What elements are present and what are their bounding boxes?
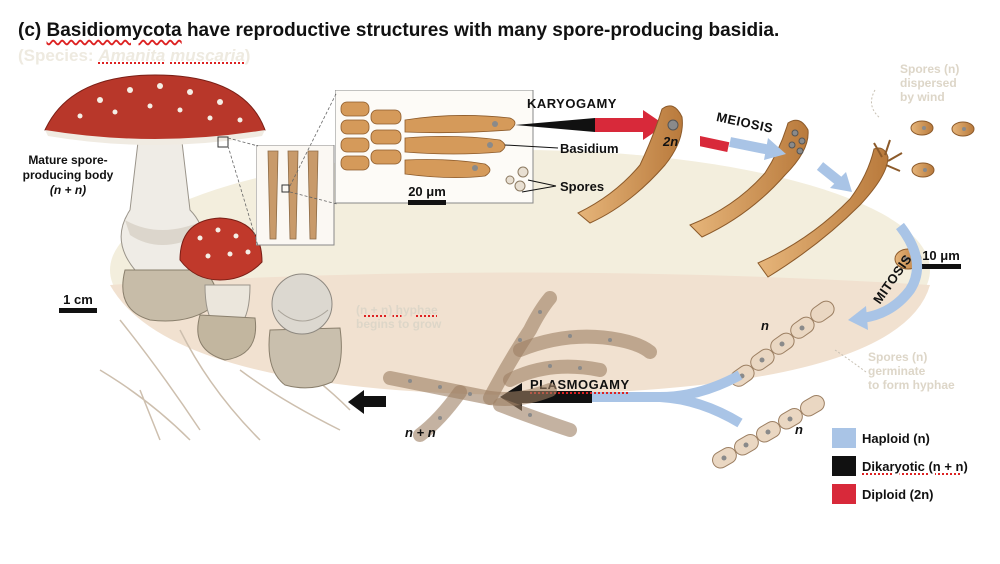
mushroom-illustration: [44, 74, 351, 441]
species-line: (Species: Amanita muscaria): [18, 46, 251, 65]
title-rest: have reproductive structures with many s…: [186, 20, 780, 41]
haploid-hyphae: [712, 300, 835, 469]
mitosis-arrow: [848, 222, 922, 330]
scale-label-20um: 20 μm: [408, 184, 446, 199]
species-epithet: muscaria: [170, 46, 245, 65]
gill-zoom-panel: [256, 145, 335, 246]
legend: Haploid (n) Dikaryotic (n + n) Diploid (…: [832, 428, 968, 504]
diploid-2n-label: 2n: [663, 134, 679, 149]
species-genus: Amanita: [98, 46, 166, 65]
haploid-n-upper-label: n: [761, 318, 769, 333]
title-prefix: (c): [18, 20, 42, 41]
scale-bar-1cm: 1 cm: [59, 292, 97, 313]
scale-bar-10um: 10 μm: [921, 248, 961, 269]
scale-label-10um: 10 μm: [922, 248, 960, 263]
figure-title: (c) Basidiomycota have reproductive stru…: [18, 20, 779, 42]
dikaryotic-swatch: [832, 456, 856, 476]
mycelium-grows-label: (n + n) hyphae begins to grow: [356, 303, 442, 331]
haploid-swatch: [832, 428, 856, 448]
title-genus: Basidiomycota: [46, 20, 182, 41]
mature-body-label: Mature spore- producing body (n + n): [22, 153, 114, 197]
legend-item-haploid: Haploid (n): [832, 428, 968, 448]
basidium-label: Basidium: [560, 141, 619, 156]
spores-dispersed-label: Spores (n) dispersed by wind: [900, 62, 960, 104]
diploid-swatch: [832, 484, 856, 504]
legend-item-diploid: Diploid (2n): [832, 484, 968, 504]
spores-label: Spores: [560, 179, 605, 194]
spores-germinate-label: Spores (n) germinate to form hyphae: [868, 350, 955, 392]
return-arrow: [348, 390, 386, 414]
button-stage: [271, 273, 333, 335]
meiosis-arrows: [700, 136, 852, 192]
karyogamy-arrow: [515, 110, 665, 140]
scale-bar-20um: 20 μm: [408, 184, 446, 205]
haploid-n-lower-label: n: [795, 422, 803, 437]
karyogamy-label: KARYOGAMY: [527, 96, 617, 111]
legend-item-dikaryotic: Dikaryotic (n + n): [832, 456, 968, 476]
soil-mycelium: [99, 319, 351, 441]
basidia-panel: [335, 90, 534, 204]
young-cap: [179, 217, 263, 281]
dikaryotic-mycelium: [383, 291, 657, 442]
dikaryotic-n-plus-n-label: n + n: [405, 425, 436, 440]
scale-label-1cm: 1 cm: [63, 292, 93, 307]
